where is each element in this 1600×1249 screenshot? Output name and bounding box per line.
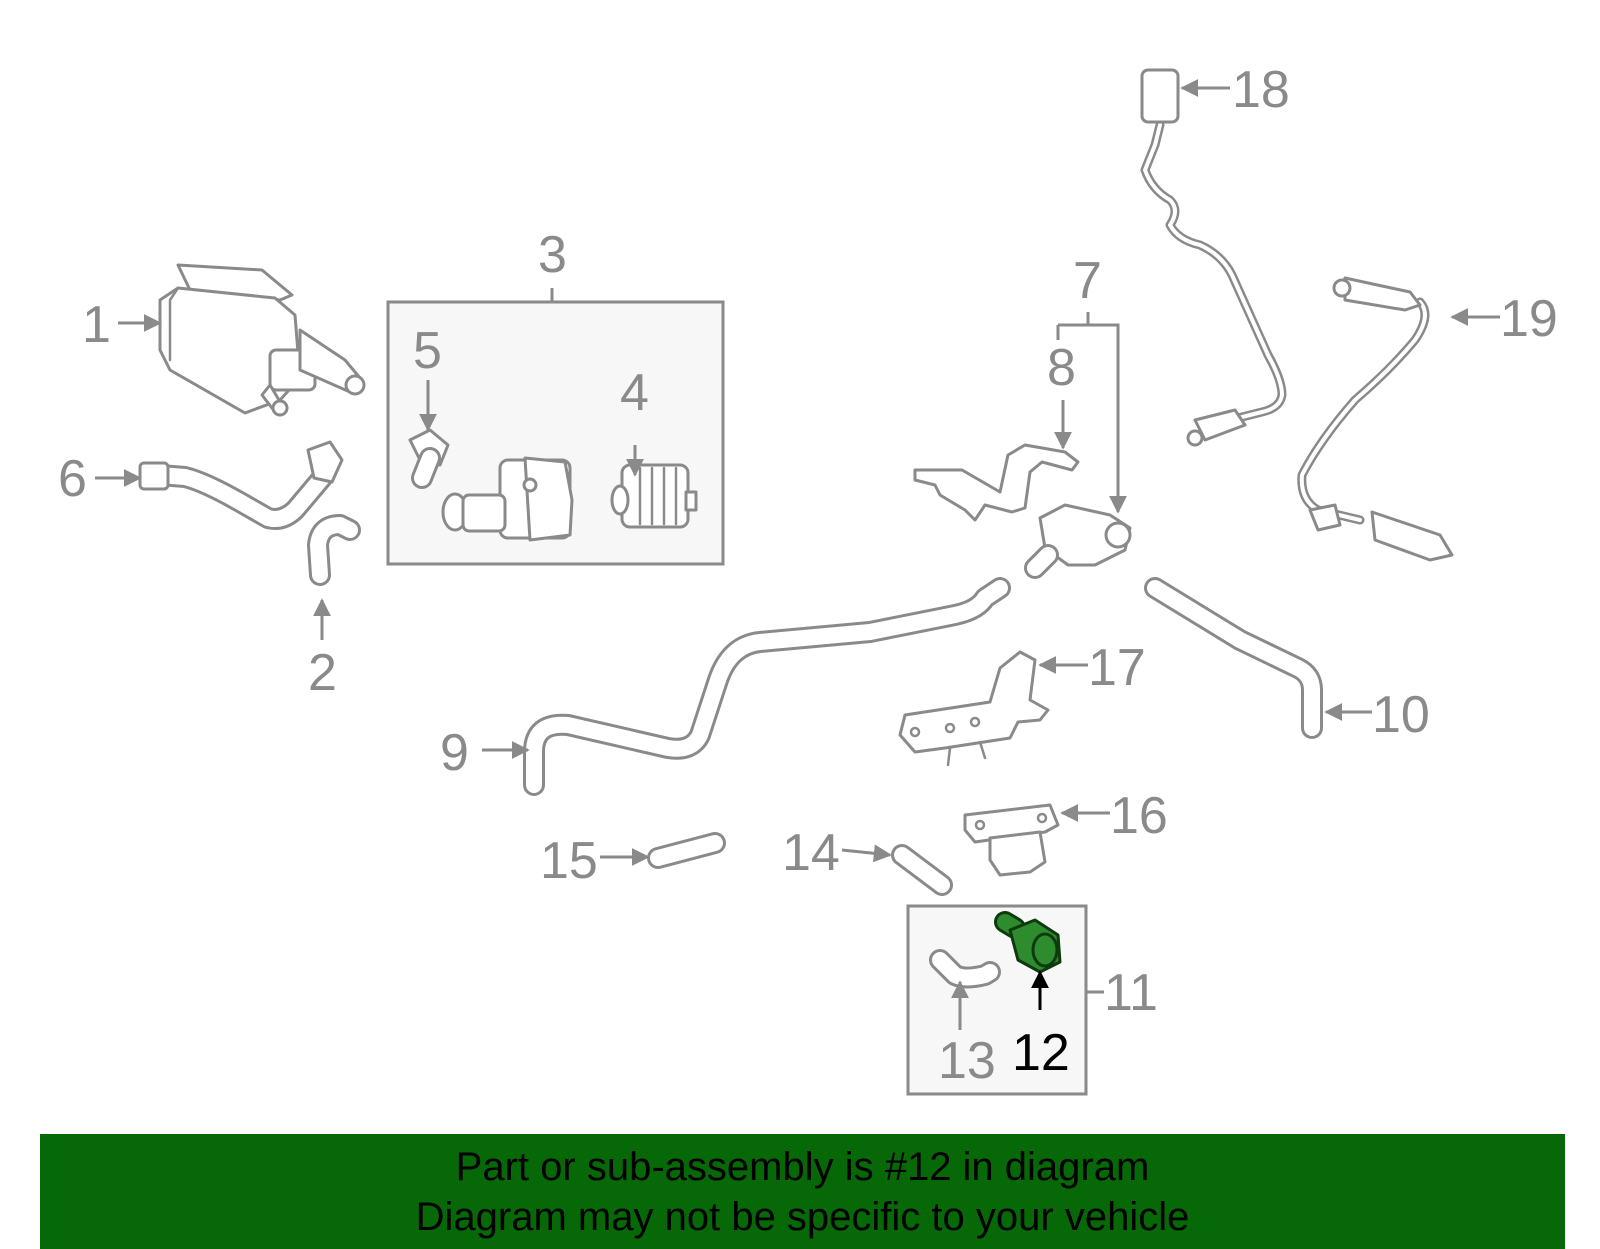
part-10-hose (1144, 577, 1323, 739)
part-9-hose (523, 577, 1011, 796)
callout-13: 13 (938, 1032, 996, 1090)
banner-line-part: Part or sub-assembly is #12 in diagram (455, 1145, 1150, 1189)
callout-16: 16 (1110, 787, 1168, 845)
part-6-hose (138, 440, 344, 530)
part-8-bracket (913, 443, 1080, 522)
part-15-hose (647, 832, 726, 869)
part-13-hose (929, 949, 1001, 989)
callout-17: 17 (1088, 639, 1146, 697)
callout-7: 7 (1073, 252, 1102, 310)
part-7-valve (1024, 503, 1132, 579)
callout-9: 9 (440, 724, 469, 782)
part-14-hose (891, 844, 953, 896)
banner-line-disclaimer: Diagram may not be specific to your vehi… (415, 1195, 1190, 1239)
callout-10: 10 (1372, 686, 1430, 744)
part-1-canister (158, 263, 366, 417)
callout-2: 2 (308, 644, 337, 702)
part-3-valve (441, 456, 574, 542)
callout-8: 8 (1047, 339, 1076, 397)
callout-4: 4 (620, 364, 649, 422)
callout-3: 3 (538, 226, 567, 284)
callout-12: 12 (1012, 1024, 1070, 1082)
callout-6: 6 (58, 450, 87, 508)
callout-14: 14 (782, 824, 840, 882)
callout-11: 11 (1104, 964, 1158, 1022)
callout-18: 18 (1232, 61, 1290, 119)
part-19-sensor (1297, 276, 1454, 562)
part-16-mount (963, 803, 1060, 877)
part-18-sensor (1140, 68, 1287, 447)
info-banner: Part or sub-assembly is #12 in diagram D… (40, 1134, 1565, 1249)
part-2-hose (307, 514, 361, 586)
callout-5: 5 (413, 322, 442, 380)
part-17-bracket (898, 650, 1050, 767)
part-4-solenoid (610, 463, 698, 529)
callout-1: 1 (82, 296, 111, 354)
part-12-valve-highlighted (994, 911, 1062, 974)
callout-19: 19 (1500, 290, 1558, 348)
callout-15: 15 (540, 832, 598, 890)
